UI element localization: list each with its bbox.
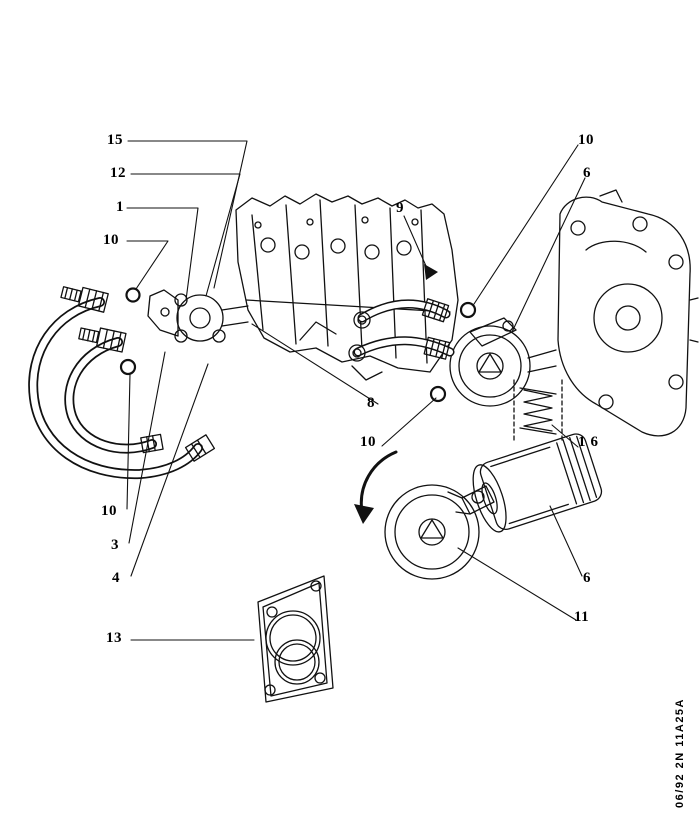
callout-1: 1 <box>116 199 124 215</box>
transmission-housing <box>557 189 699 437</box>
cooler-pipes <box>348 264 455 362</box>
callout-10-upper-right: 10 <box>578 132 594 148</box>
o-rings <box>119 287 477 403</box>
oil-filter <box>472 433 603 533</box>
oil-cooler-lower <box>384 484 495 580</box>
oil-hoses <box>28 286 216 480</box>
callout-15: 15 <box>107 132 123 148</box>
callout-6-upper: 6 <box>583 165 591 181</box>
callout-9: 9 <box>396 200 404 216</box>
callout-13: 13 <box>106 630 122 646</box>
pump-housing <box>147 289 249 343</box>
catalog-plate-code: 06/92 2N 11A25A <box>674 698 686 808</box>
rotation-arrow <box>354 450 398 524</box>
callout-16: 16 <box>578 434 603 450</box>
oil-cooler-upper <box>449 317 557 407</box>
callout-12: 12 <box>110 165 126 181</box>
callout-10-lower-left: 10 <box>101 503 117 519</box>
callout-4: 4 <box>112 570 120 586</box>
gasket <box>257 575 334 703</box>
callout-3: 3 <box>111 537 119 553</box>
callout-11: 11 <box>574 609 590 625</box>
callout-10-middle: 10 <box>360 434 376 450</box>
callout-8: 8 <box>367 395 375 411</box>
spring <box>513 379 563 441</box>
engine-block <box>235 193 459 381</box>
leader-lines <box>126 140 586 641</box>
callout-10-upper-left: 10 <box>103 232 119 248</box>
callout-6-lower: 6 <box>583 570 591 586</box>
